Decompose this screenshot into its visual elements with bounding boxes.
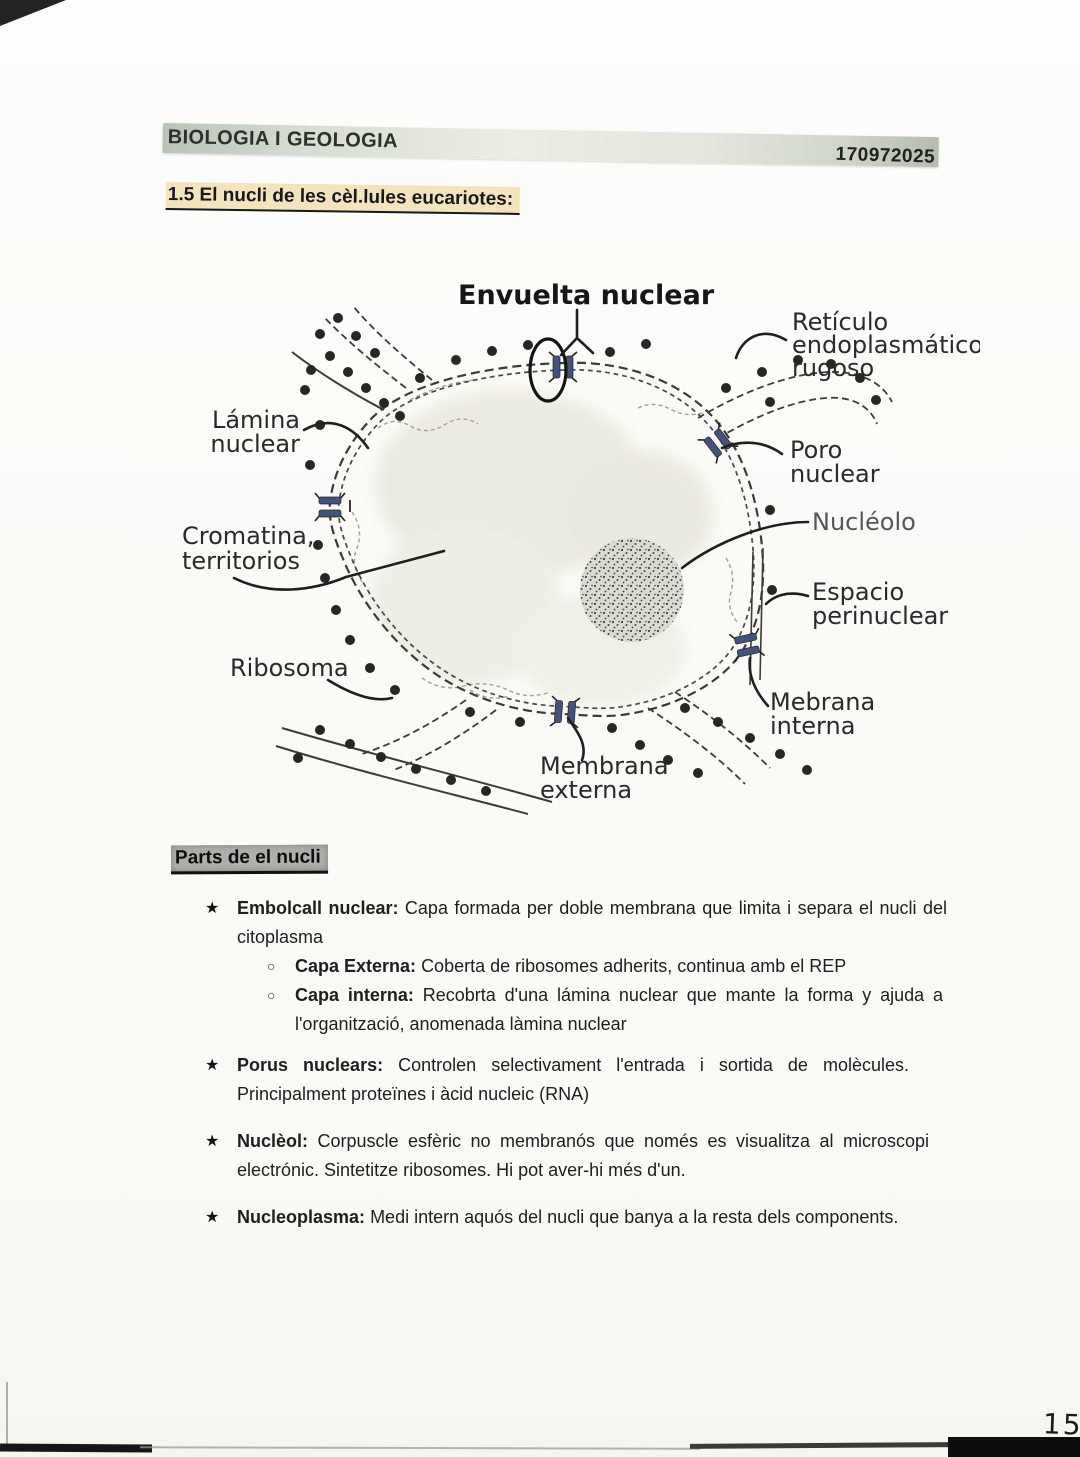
subitem-term: Capa Externa: bbox=[295, 956, 417, 976]
star-bullet: ★ bbox=[205, 900, 220, 917]
label-ribosome: Ribosoma bbox=[230, 654, 349, 682]
list-item-nucleol: ★ Nuclèol: Corpuscle esfèric no membranó… bbox=[205, 1127, 975, 1185]
label-rough-er: Retículo bbox=[792, 308, 888, 336]
label-chromatin: Cromatina, bbox=[182, 522, 315, 550]
star-bullet: ★ bbox=[205, 1057, 220, 1074]
list-item-porus: ★ Porus nuclears: Controlen selectivamen… bbox=[205, 1051, 975, 1109]
label-nuclear-lamina: nuclear bbox=[210, 430, 300, 458]
notes-list: ★ Embolcall nuclear: Capa formada per do… bbox=[205, 894, 975, 1232]
course-title: BIOLOGIA I GEOLOGIA bbox=[167, 126, 399, 153]
label-nuclear-lamina: Lámina bbox=[212, 406, 300, 434]
pore-highlight-oval bbox=[528, 337, 568, 403]
label-nuclear-envelope: Envuelta nuclear bbox=[458, 280, 715, 311]
label-rough-er: rugoso bbox=[792, 354, 874, 382]
star-bullet: ★ bbox=[205, 1209, 220, 1226]
subitem-text: Coberta de ribosomes adherits, continua … bbox=[421, 956, 847, 976]
scan-bottom-bar-mid bbox=[689, 1442, 956, 1449]
scan-corner-artifact bbox=[0, 0, 66, 26]
header-code-number: 170972025 bbox=[835, 143, 936, 168]
circle-bullet: ○ bbox=[267, 958, 276, 974]
scan-bottom-bar-left bbox=[0, 1443, 153, 1453]
chromatin-texture bbox=[351, 379, 738, 699]
label-nucleolus: Nucléolo bbox=[812, 508, 916, 536]
label-chromatin: territorios bbox=[182, 547, 300, 575]
endoplasmic-reticulum-arms bbox=[324, 305, 893, 785]
item-text: Capa formada per doble membrana que limi… bbox=[237, 898, 947, 947]
label-inner-membrane: interna bbox=[770, 712, 855, 740]
ribosome-dots bbox=[293, 313, 881, 796]
label-inner-membrane: Mebrana bbox=[770, 688, 875, 716]
list-item-embolcall: ★ Embolcall nuclear: Capa formada per do… bbox=[205, 894, 975, 952]
sublist-embolcall: ○ Capa Externa: Coberta de ribosomes adh… bbox=[267, 952, 975, 1039]
list-item-nucleoplasma: ★ Nucleoplasma: Medi intern aquós del nu… bbox=[205, 1203, 975, 1232]
star-bullet: ★ bbox=[205, 1133, 220, 1150]
sublist-item-capa-interna: ○ Capa interna: Recobrta d'una lámina nu… bbox=[267, 981, 975, 1039]
item-text: Medi intern aquós del nucli que banya a … bbox=[370, 1207, 899, 1227]
label-perinuclear-space: Espacio bbox=[812, 578, 904, 606]
label-rough-er: endoplasmático bbox=[792, 331, 980, 359]
nucleus-diagram: Envuelta nuclear Retículo endoplasmático… bbox=[182, 280, 980, 815]
er-sheet-lines bbox=[275, 351, 553, 815]
label-outer-membrane: externa bbox=[540, 776, 632, 804]
item-text: Controlen selectivament l'entrada i sort… bbox=[237, 1055, 910, 1104]
item-term: Porus nuclears: bbox=[237, 1055, 384, 1075]
nucleoplasm-fill bbox=[329, 362, 764, 717]
item-term: Embolcall nuclear: bbox=[237, 898, 399, 918]
sublist-item-capa-externa: ○ Capa Externa: Coberta de ribosomes adh… bbox=[267, 952, 975, 981]
item-text: Corpuscle esfèric no membranós que només… bbox=[237, 1131, 929, 1180]
header-highlight-band: BIOLOGIA I GEOLOGIA 170972025 bbox=[162, 123, 939, 168]
subitem-text: Recobrta d'una lámina nuclear que mante … bbox=[295, 985, 943, 1034]
item-term: Nucleoplasma: bbox=[237, 1207, 366, 1227]
scan-bottom-line bbox=[139, 1446, 701, 1450]
notes-heading: Parts de el nucli bbox=[170, 844, 328, 875]
nucleolus bbox=[580, 538, 684, 642]
scan-bottom-bar-right bbox=[948, 1437, 1080, 1457]
circle-bullet: ○ bbox=[267, 987, 276, 1003]
section-title: 1.5 El nucli de les cèl.lules eucariotes… bbox=[165, 182, 521, 215]
label-nuclear-pore: nuclear bbox=[790, 460, 880, 488]
leader-lines bbox=[232, 308, 810, 762]
subitem-term: Capa interna: bbox=[295, 985, 414, 1005]
label-perinuclear-space: perinuclear bbox=[812, 602, 948, 630]
label-nuclear-pore: Poro bbox=[790, 436, 842, 464]
item-term: Nuclèol: bbox=[237, 1131, 309, 1151]
scan-edge-artifact bbox=[6, 1382, 8, 1446]
label-outer-membrane: Membrana bbox=[540, 752, 669, 780]
